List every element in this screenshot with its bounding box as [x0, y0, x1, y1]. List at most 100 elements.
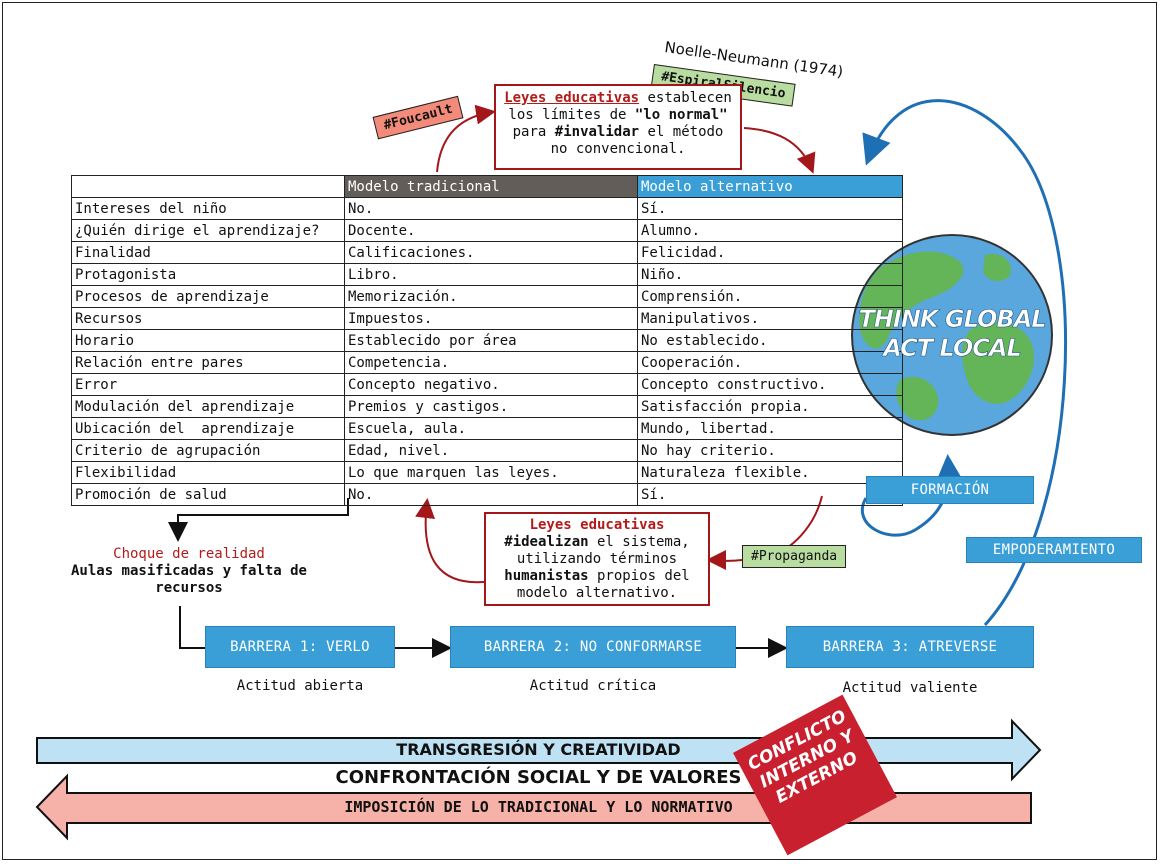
row-criterion: Flexibilidad — [71, 461, 345, 484]
conflicto-badge — [733, 694, 897, 856]
row-traditional-value: Concepto negativo. — [344, 373, 638, 396]
row-traditional-value: Establecido por área — [344, 329, 638, 352]
globe-line-2: ACT LOCAL — [883, 334, 1022, 363]
bottom-box-line-2: utilizando términos — [516, 551, 678, 567]
row-alternative-value: Felicidad. — [637, 241, 903, 264]
choque-line-2: recursos — [155, 580, 223, 596]
top-box-lo-normal: "lo normal" — [634, 107, 728, 123]
barrera-3: BARRERA 3: ATREVERSE — [786, 626, 1034, 668]
row-traditional-value: Competencia. — [344, 351, 638, 374]
row-traditional-value: Lo que marquen las leyes. — [344, 461, 638, 484]
row-criterion: Promoción de salud — [71, 483, 345, 506]
line-choque-to-barrera1 — [179, 606, 205, 649]
row-traditional-value: Premios y castigos. — [344, 395, 638, 418]
choque-line-1: Aulas masificadas y falta de — [70, 563, 307, 579]
row-criterion: Recursos — [71, 307, 345, 330]
arrow-box-to-alt — [743, 127, 816, 174]
comparison-table: Modelo tradicional Modelo alternativo In… — [71, 175, 903, 506]
top-box-text-3: el método no convencional. — [550, 124, 724, 157]
row-traditional-value: No. — [344, 197, 638, 220]
row-criterion: Finalidad — [71, 241, 345, 264]
label-imposicion: IMPOSICIÓN DE LO TRADICIONAL Y LO NORMAT… — [344, 798, 733, 816]
formacion-label: FORMACIÓN — [866, 476, 1034, 504]
row-alternative-value: Sí. — [637, 197, 903, 220]
arrow-table-to-choque — [168, 498, 349, 542]
header-modelo-tradicional: Modelo tradicional — [344, 175, 638, 198]
globe-text: THINK GLOBAL ACT LOCAL — [850, 305, 1054, 363]
row-alternative-value: No hay criterio. — [637, 439, 903, 462]
row-alternative-value: Comprensión. — [637, 285, 903, 308]
arrow-empoderamiento-curve — [862, 99, 1067, 627]
row-criterion: Error — [71, 373, 345, 396]
leyes-title: Leyes educativas — [504, 90, 640, 106]
leyes-bottom-box: Leyes educativas #idealizan el sistema, … — [484, 512, 710, 606]
choque-block: Choque de realidad Aulas masificadas y f… — [58, 546, 320, 597]
row-alternative-value: Mundo, libertad. — [637, 417, 903, 440]
row-criterion: Protagonista — [71, 263, 345, 286]
choque-title: Choque de realidad — [113, 546, 265, 562]
row-alternative-value: Satisfacción propia. — [637, 395, 903, 418]
barrera-2: BARRERA 2: NO CONFORMARSE — [450, 626, 736, 668]
bottom-box-line-1: #idealizan el sistema, — [504, 534, 690, 550]
row-traditional-value: Memorización. — [344, 285, 638, 308]
row-traditional-value: Impuestos. — [344, 307, 638, 330]
globe-line-1: THINK GLOBAL — [858, 305, 1047, 334]
row-criterion: Criterio de agrupación — [71, 439, 345, 462]
row-traditional-value: Libro. — [344, 263, 638, 286]
row-alternative-value: Concepto constructivo. — [637, 373, 903, 396]
bottom-box-line-3: humanistas propios del — [504, 568, 690, 584]
table-row: ¿Quién dirige el aprendizaje?Docente.Alu… — [71, 219, 903, 242]
row-alternative-value: Naturaleza flexible. — [637, 461, 903, 484]
caption-actitud-valiente: Actitud valiente — [842, 680, 978, 696]
header-modelo-alternativo: Modelo alternativo — [637, 175, 903, 198]
label-transgresion: TRANSGRESIÓN Y CREATIVIDAD — [396, 740, 681, 759]
header-empty — [71, 175, 345, 198]
arrow-foucault-to-box — [436, 104, 496, 173]
row-traditional-value: Calificaciones. — [344, 241, 638, 264]
bottom-box-title: Leyes educativas — [529, 517, 665, 533]
top-box-text-1: establecen los límites de — [508, 90, 732, 123]
row-traditional-value: Edad, nivel. — [344, 439, 638, 462]
table-header-row: Modelo tradicional Modelo alternativo — [71, 175, 903, 198]
tag-propaganda: #Propaganda — [742, 545, 847, 568]
row-criterion: Intereses del niño — [71, 197, 345, 220]
row-criterion: Procesos de aprendizaje — [71, 285, 345, 308]
row-criterion: Horario — [71, 329, 345, 352]
row-criterion: Relación entre pares — [71, 351, 345, 374]
row-criterion: ¿Quién dirige el aprendizaje? — [71, 219, 345, 242]
top-box-text-2: para — [512, 124, 555, 140]
arrow-propaganda-to-box — [706, 550, 743, 571]
label-confrontacion: CONFRONTACIÓN SOCIAL Y DE VALORES — [335, 767, 742, 788]
top-box-invalidar: #invalidar — [554, 124, 640, 140]
arrow-bottom-box-to-trad — [415, 498, 485, 584]
row-criterion: Ubicación del aprendizaje — [71, 417, 345, 440]
leyes-top-box: Leyes educativas establecen los límites … — [494, 84, 742, 170]
row-traditional-value: Docente. — [344, 219, 638, 242]
row-alternative-value: Niño. — [637, 263, 903, 286]
arrow-transgresion — [36, 718, 1042, 782]
row-alternative-value: Sí. — [637, 483, 903, 506]
row-criterion: Modulación del aprendizaje — [71, 395, 345, 418]
caption-actitud-critica: Actitud crítica — [529, 678, 657, 694]
caption-actitud-abierta: Actitud abierta — [236, 678, 364, 694]
row-alternative-value: No establecido. — [637, 329, 903, 352]
bottom-box-line-4: modelo alternativo. — [516, 585, 678, 601]
empoderamiento-label: EMPODERAMIENTO — [966, 537, 1142, 563]
barrera-1: BARRERA 1: VERLO — [205, 626, 395, 668]
row-traditional-value: Escuela, aula. — [344, 417, 638, 440]
